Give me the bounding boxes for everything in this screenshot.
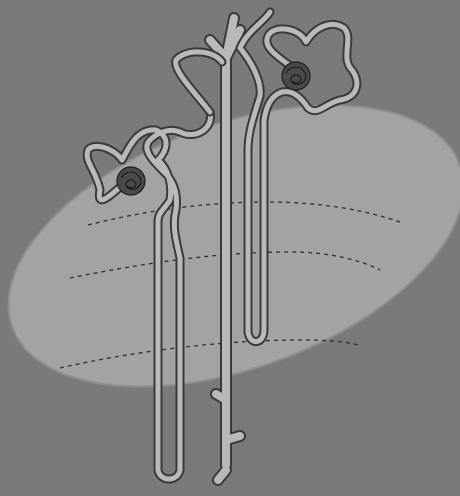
connecting-tubule-outline [176, 52, 222, 112]
left-glomerulus [117, 167, 145, 195]
right-glomerulus [282, 62, 310, 90]
connecting-tubule [176, 52, 222, 112]
